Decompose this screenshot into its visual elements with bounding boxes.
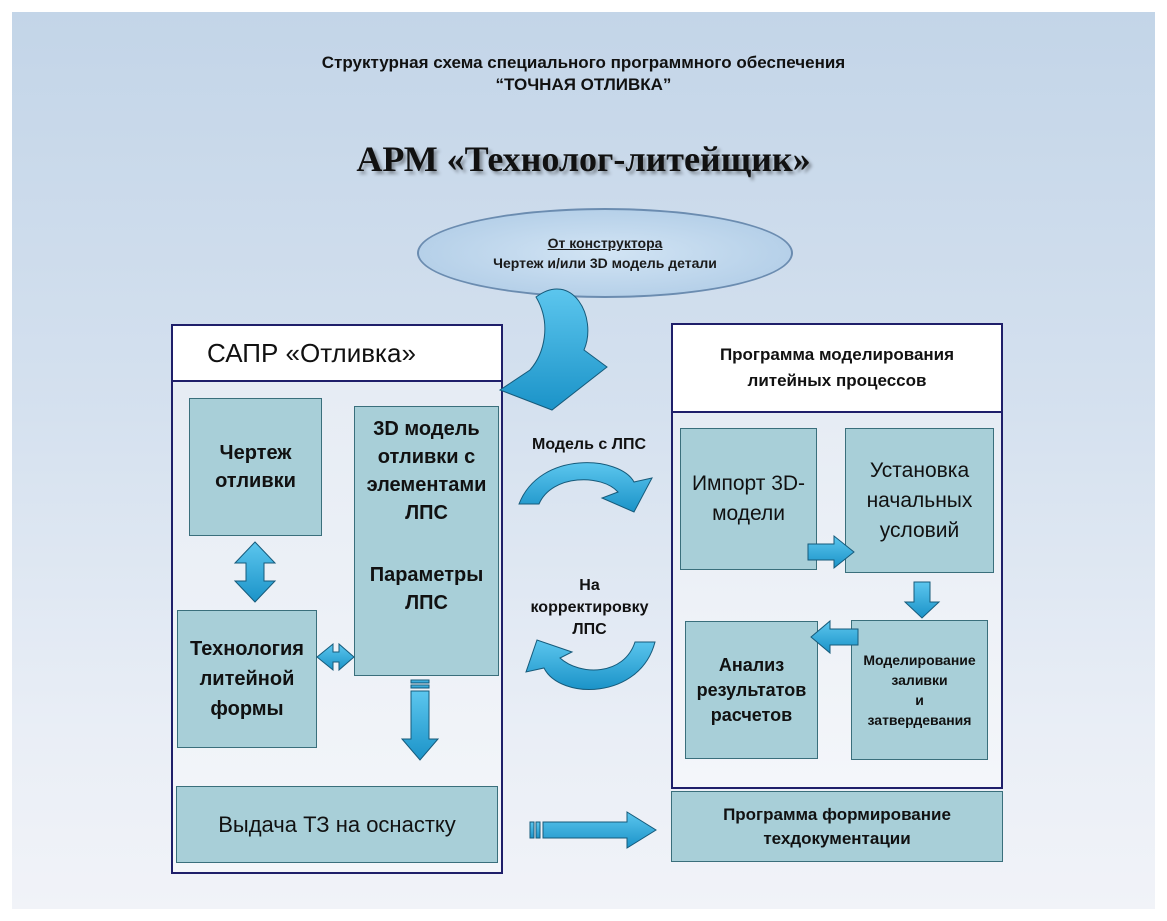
mold-box-label: Технология литейной формы — [190, 638, 304, 720]
to-sim-label: Модель с ЛПС — [531, 436, 646, 453]
down-arrow-stripe-1 — [410, 679, 430, 684]
source-subtitle: Чертеж и/или 3D модель детали — [493, 255, 717, 271]
drawing-box: Чертеж отливки — [189, 398, 322, 536]
arrows-layer — [233, 288, 941, 849]
main-title: АРМ «Технолог-литейщик» — [356, 139, 811, 179]
docs-box: Программа формирование техдокументации — [671, 791, 1003, 862]
simulation-line-1: Моделирование — [863, 652, 976, 668]
correction-line-3: ЛПС — [572, 621, 607, 638]
output-box-label: Выдача ТЗ на оснастку — [218, 811, 456, 837]
arrow-import-to-conditions — [807, 534, 855, 570]
down-arrow-stripe-2 — [410, 684, 430, 689]
sim-panel-title-line-1: Программа моделирования — [719, 345, 955, 364]
sim-panel-title-line-2: литейных процессов — [747, 371, 927, 390]
subtitle-line-1: Структурная схема специального программн… — [321, 53, 846, 72]
sim-panel-title: Программа моделирования литейных процесс… — [673, 325, 1001, 411]
model-box: 3D модель отливки с элементами ЛПС Парам… — [354, 406, 499, 676]
cad-panel-title: САПР «Отливка» — [207, 337, 416, 368]
correction-line-2: корректировку — [530, 599, 649, 616]
subtitle-line-2: “ТОЧНАЯ ОТЛИВКА” — [495, 75, 672, 94]
simulation-line-4: затвердевания — [867, 712, 972, 728]
subtitle-block: Структурная схема специального программн… — [12, 52, 1155, 96]
simulation-line-3: и — [915, 692, 924, 708]
simulation-line-2: заливки — [891, 672, 948, 688]
right-arrow-to-docs — [542, 811, 657, 849]
arrow-simulation-to-analysis — [810, 619, 859, 655]
analysis-box: Анализ результатов расчетов — [685, 621, 818, 759]
double-arrow-drawing-mold — [233, 541, 277, 603]
source-title: От конструктора — [547, 235, 663, 251]
diagram-canvas: Структурная схема специального программн… — [12, 12, 1155, 909]
down-arrow-to-output — [400, 690, 440, 761]
model-box-label: 3D модель отливки с элементами ЛПС — [366, 418, 487, 524]
docs-line-1: Программа формирование — [723, 804, 951, 824]
double-arrow-mold-model — [316, 642, 355, 672]
conditions-box-label: Установка начальных условий — [866, 458, 973, 542]
correction-label: На корректировку ЛПС — [502, 575, 677, 641]
mold-box: Технология литейной формы — [177, 610, 317, 748]
source-ellipse: От конструктора Чертеж и/или 3D модель д… — [417, 208, 793, 298]
arrow-conditions-to-simulation — [903, 581, 941, 619]
drawing-box-label: Чертеж отливки — [215, 442, 296, 492]
curved-arrow-correction — [525, 639, 656, 690]
analysis-box-label: Анализ результатов расчетов — [696, 654, 807, 725]
right-arrow-stripe-2 — [535, 821, 541, 839]
conditions-box: Установка начальных условий — [845, 428, 994, 573]
simulation-box: Моделирование заливки и затвердевания — [851, 620, 988, 760]
curved-arrow-to-simulation — [518, 462, 653, 513]
docs-line-2: техдокументации — [763, 828, 911, 848]
correction-line-1: На — [579, 577, 600, 594]
params-label: Параметры ЛПС — [369, 564, 484, 614]
import-box: Импорт 3D-модели — [680, 428, 817, 570]
right-arrow-stripe-1 — [529, 821, 535, 839]
import-box-label: Импорт 3D-модели — [691, 472, 806, 525]
output-box: Выдача ТЗ на оснастку — [176, 786, 498, 863]
curved-arrow-from-designer — [498, 288, 608, 411]
